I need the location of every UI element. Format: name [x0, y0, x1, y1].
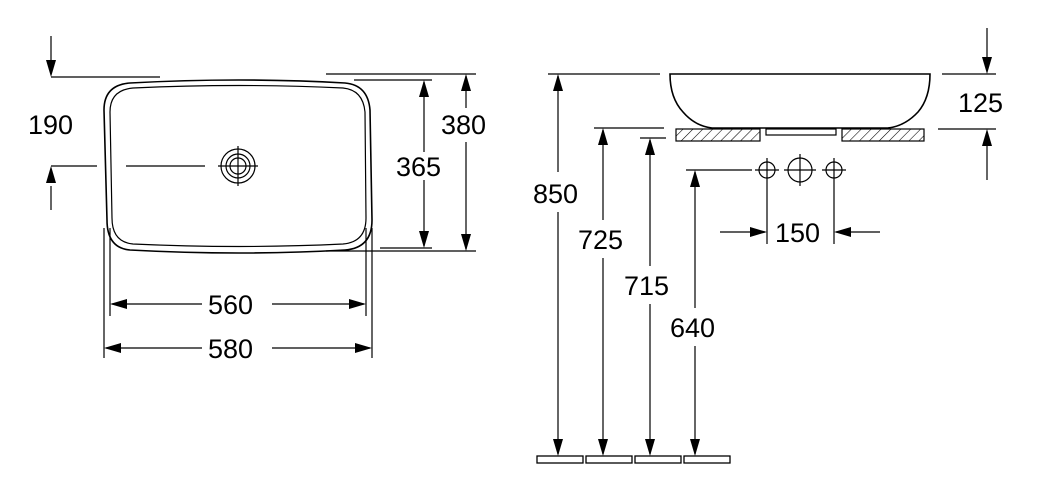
label-380: 380 [441, 110, 486, 140]
plan-view: 190 365 380 [28, 36, 490, 364]
label-560: 560 [208, 290, 253, 320]
dimension-365: 365 [354, 79, 441, 249]
dimension-125: 125 [938, 28, 1003, 180]
dimension-190: 190 [28, 36, 160, 210]
label-190: 190 [28, 110, 73, 140]
basin-inner-outline [109, 84, 367, 248]
drain-icon [218, 146, 258, 186]
dimension-580: 580 [103, 228, 373, 364]
label-365: 365 [396, 152, 441, 182]
dimension-850: 850 [533, 73, 660, 456]
label-725: 725 [578, 225, 623, 255]
dimension-150: 150 [720, 182, 880, 248]
countertop-right [841, 128, 925, 142]
label-715: 715 [624, 271, 669, 301]
basin-side-profile [669, 73, 931, 129]
elevation-view: 850 725 715 640 [533, 28, 1003, 464]
dimension-715: 715 [624, 137, 669, 456]
dimension-640: 640 [670, 169, 752, 456]
dimension-560: 560 [109, 228, 367, 320]
floor-line [536, 455, 731, 464]
tap-hole-icon [755, 154, 846, 186]
countertop-left [675, 128, 761, 142]
dimension-380: 380 [326, 73, 490, 252]
label-125: 125 [958, 88, 1003, 118]
label-850: 850 [533, 179, 578, 209]
label-150: 150 [775, 218, 820, 248]
dimension-725: 725 [578, 127, 664, 456]
basin-outer-outline [103, 79, 373, 254]
label-580: 580 [208, 334, 253, 364]
label-640: 640 [670, 313, 715, 343]
